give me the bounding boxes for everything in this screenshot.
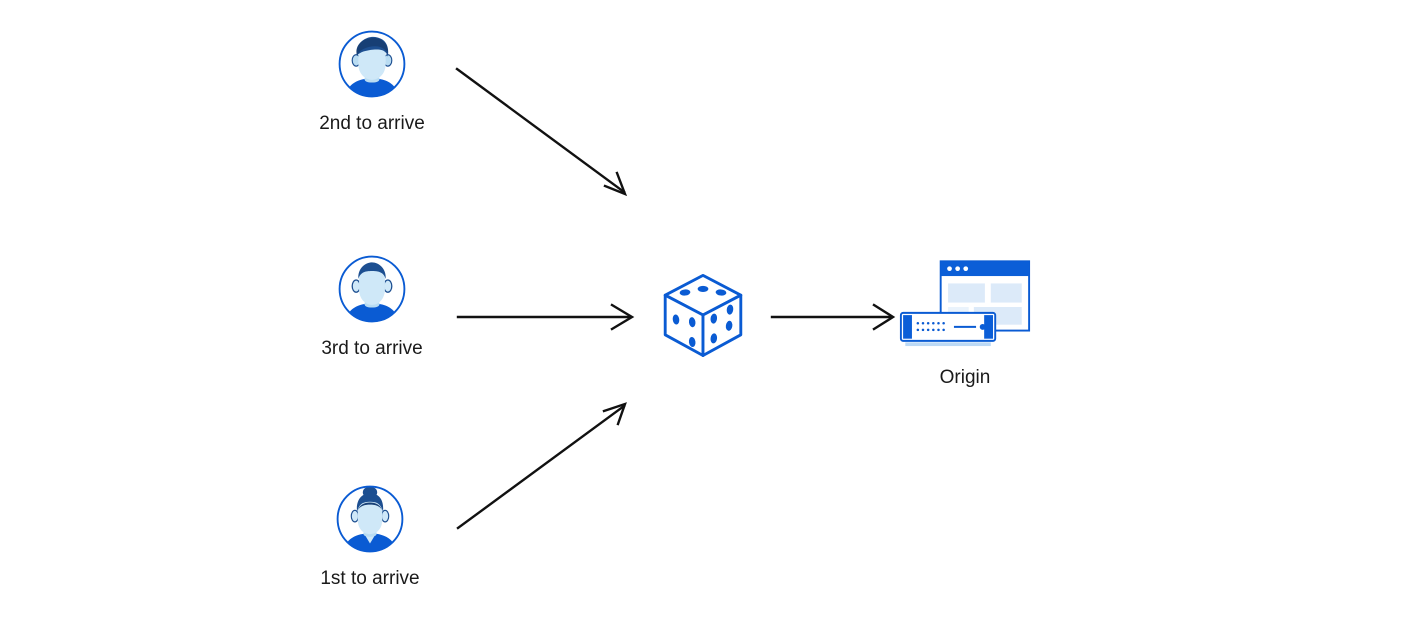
origin-label: Origin: [939, 367, 991, 388]
arrow-dice-to-origin: [770, 303, 896, 331]
user-avatar-icon: [336, 485, 404, 553]
client-node-1st[interactable]: 1st to arrive: [310, 483, 430, 592]
client-label-1st: 1st to arrive: [320, 568, 420, 589]
user-avatar-icon: [338, 255, 406, 323]
client-node-3rd[interactable]: 3rd to arrive: [312, 253, 432, 362]
arrow-1st-to-dice: [456, 402, 627, 530]
origin-node[interactable]: Origin: [885, 255, 1045, 389]
dice-node[interactable]: [658, 270, 748, 360]
server-device-icon: [899, 311, 997, 347]
arrow-3rd-to-dice: [456, 303, 635, 331]
user-avatar-icon: [338, 30, 406, 98]
origin-server-browser-icon: [899, 260, 1031, 347]
client-label-2nd: 2nd to arrive: [319, 113, 425, 134]
arrow-2nd-to-dice: [455, 67, 628, 197]
client-label-3rd: 3rd to arrive: [321, 338, 423, 359]
dice-cube-icon: [663, 273, 743, 357]
client-node-2nd[interactable]: 2nd to arrive: [312, 28, 432, 137]
